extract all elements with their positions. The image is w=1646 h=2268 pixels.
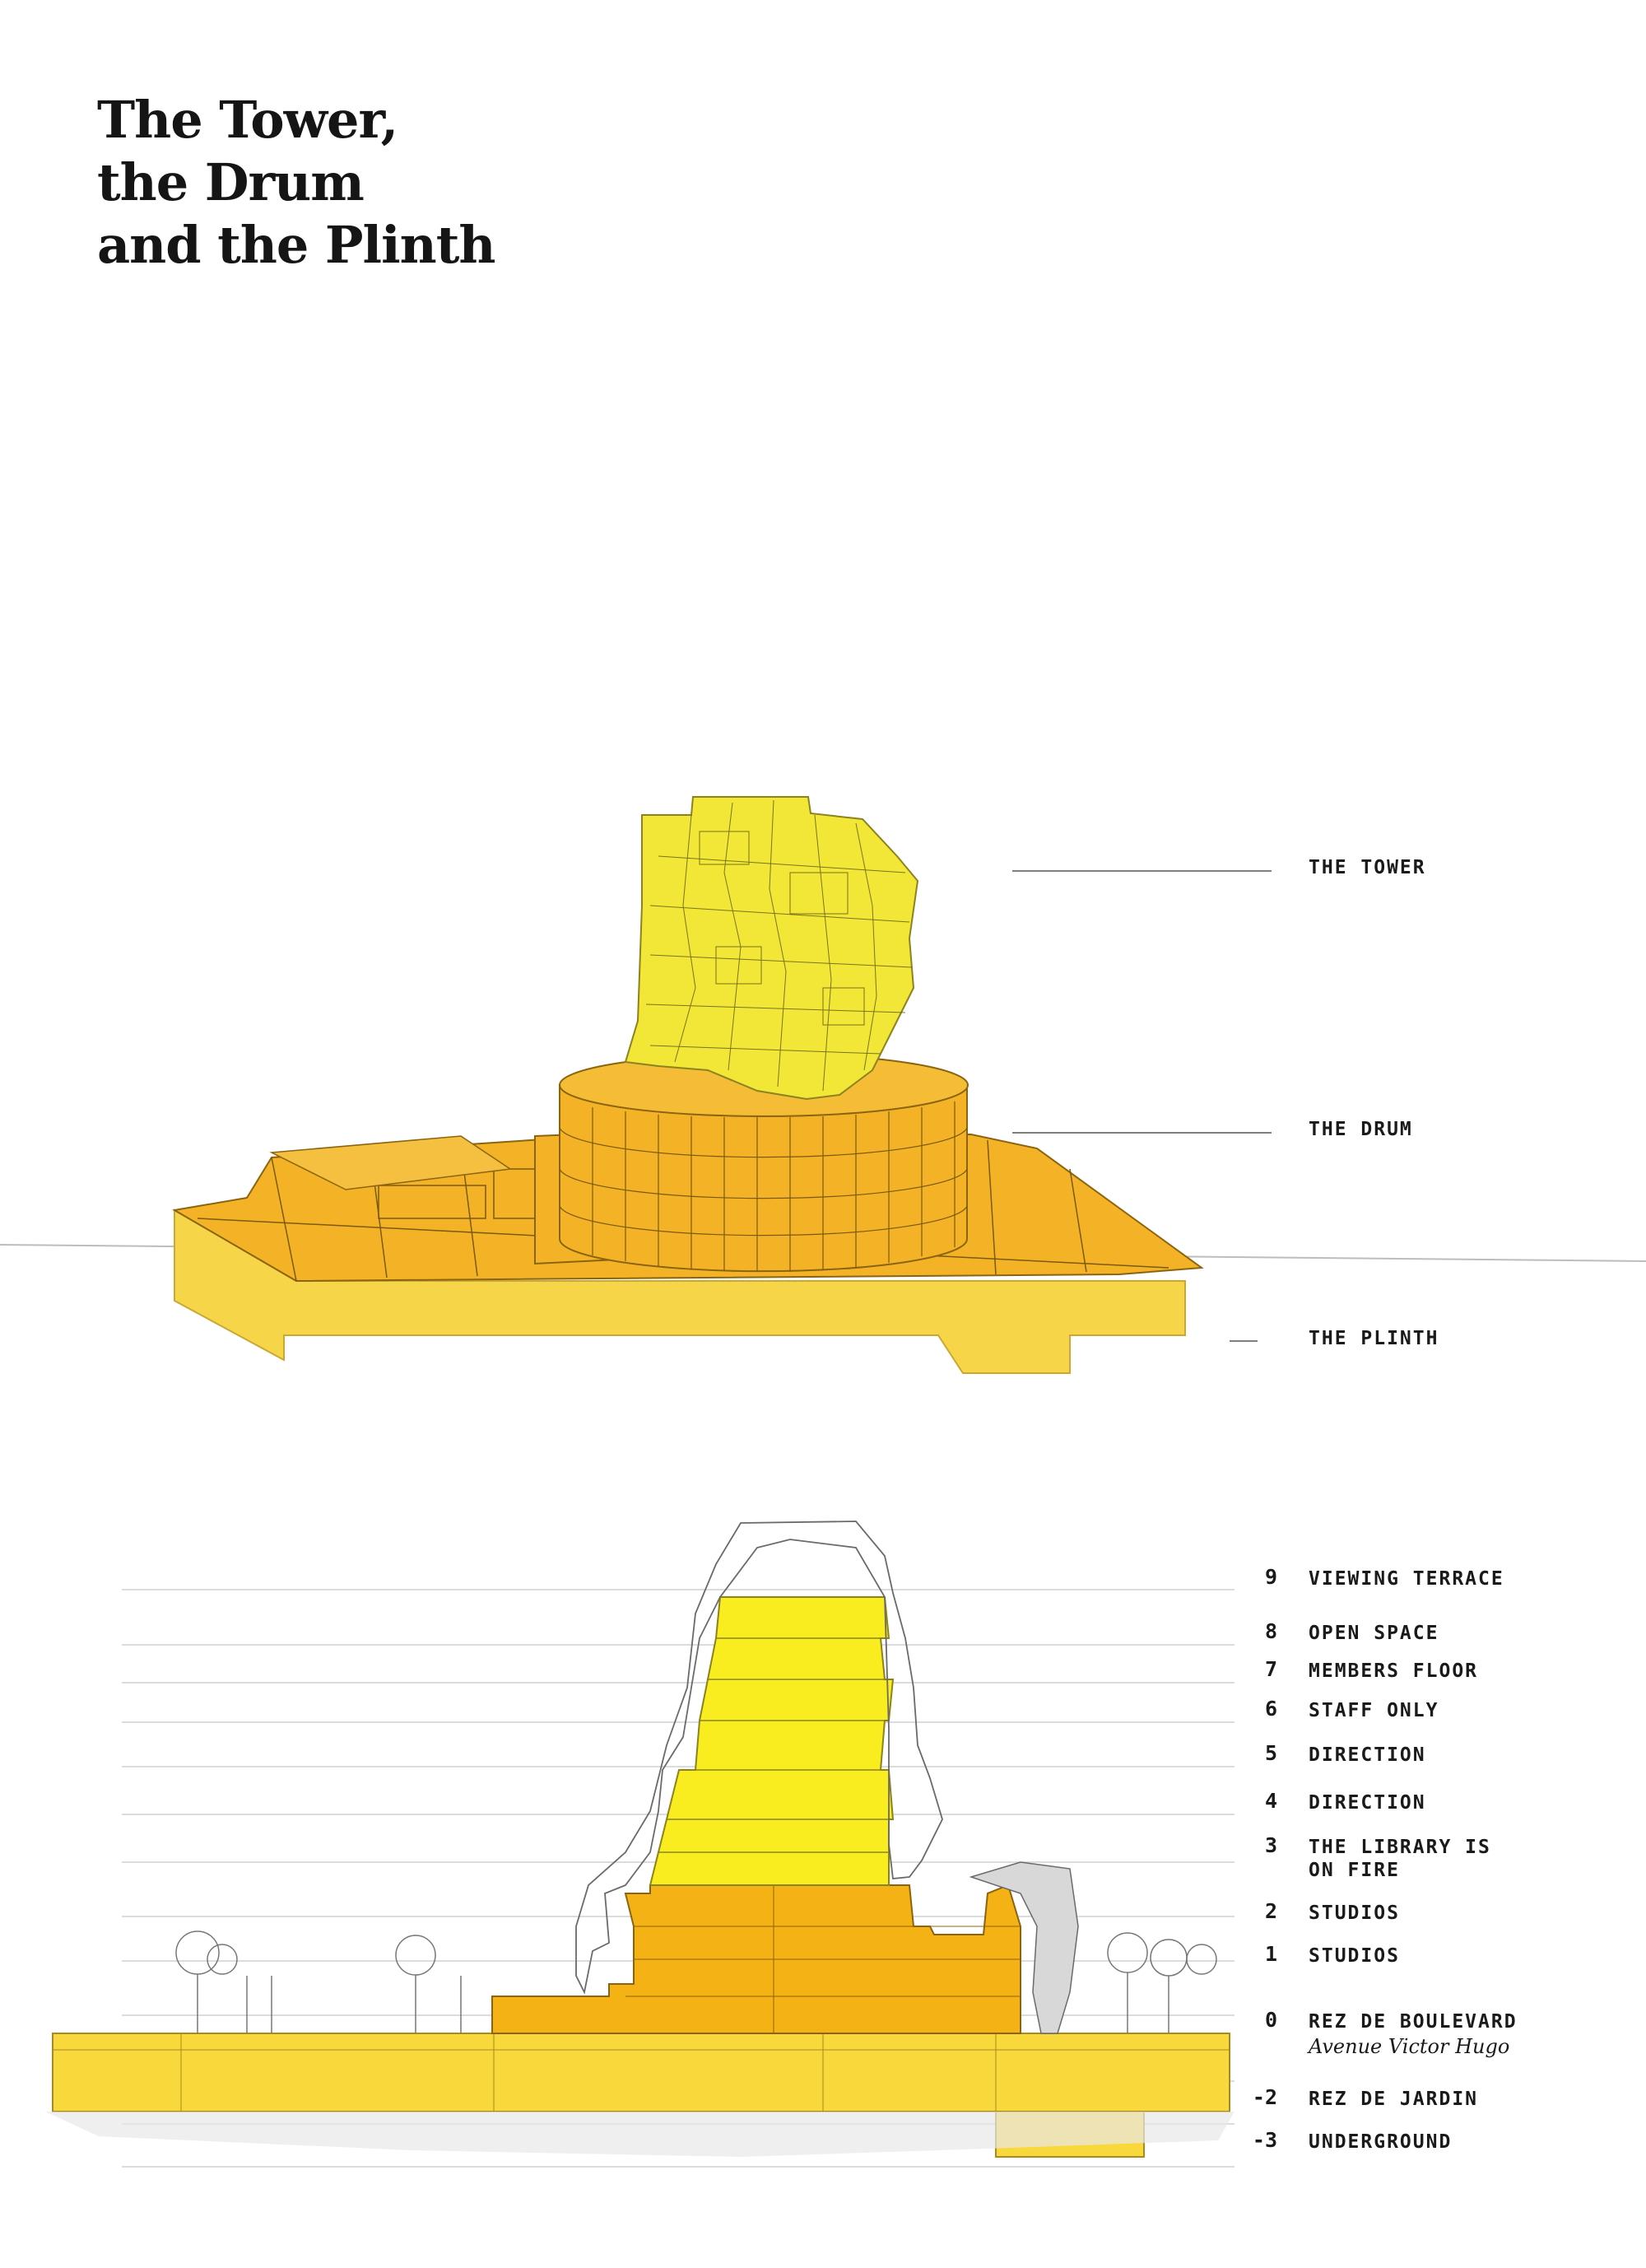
level-2-number: 2 [1264,1899,1277,1923]
level-9-label: VIEWING TERRACE [1309,1568,1504,1590]
label-the-tower: THE TOWER [1309,857,1426,878]
level-1-label: STUDIOS [1309,1945,1400,1967]
level-0-label: REZ DE BOULEVARD [1309,2011,1518,2033]
level-minus2-number: -2 [1252,2085,1277,2109]
title-line-2: the Drum [97,152,365,212]
level-9-number: 9 [1264,1565,1277,1589]
section-lower-lines [625,1885,1021,2033]
level-7-number: 7 [1264,1657,1277,1681]
plinth-lower-block [174,1209,1186,1374]
level-6-number: 6 [1264,1697,1277,1721]
level-minus2-label: REZ DE JARDIN [1309,2089,1479,2110]
level-7-label: MEMBERS FLOOR [1309,1660,1479,1682]
section-upper-volume [649,1596,895,1886]
level-4-number: 4 [1264,1789,1277,1813]
level-0-number: 0 [1264,2008,1277,2032]
axo-leader-lines [1012,870,1272,1342]
level-4-label: DIRECTION [1309,1792,1426,1814]
section-drawing [45,1521,1234,2168]
level-2-label: STUDIOS [1309,1902,1400,1924]
trees [175,1930,1217,2033]
level-8-number: 8 [1264,1619,1277,1643]
level-8-label: OPEN SPACE [1309,1623,1439,1644]
drum-body [559,1084,968,1273]
tower-cladding [575,1521,943,1995]
level-3-label: THE LIBRARY IS [1309,1837,1491,1858]
section-upper-floor-lines [658,1637,893,1853]
level-0-sublabel: Avenue Victor Hugo [1309,2035,1510,2058]
page-title: The Tower, the Drum and the Plinth [97,89,495,277]
label-the-drum: THE DRUM [1309,1119,1413,1140]
drum-grid [559,1101,968,1272]
section-base [52,2033,1230,2112]
level-minus3-number: -3 [1252,2128,1277,2152]
section-base-lines [53,2033,1230,2112]
level-3-label-line2: ON FIRE [1309,1860,1400,1881]
level-5-number: 5 [1264,1741,1277,1765]
tower-grid [645,799,913,1092]
level-5-label: DIRECTION [1309,1744,1426,1766]
title-line-1: The Tower, [97,90,398,150]
level-6-label: STAFF ONLY [1309,1700,1439,1721]
level-3-number: 3 [1264,1833,1277,1857]
east-cladding [969,1861,1079,2034]
label-the-plinth: THE PLINTH [1309,1328,1439,1349]
ground-soil [45,2112,1234,2157]
level-1-number: 1 [1264,1942,1277,1966]
title-line-3: and the Plinth [97,215,495,275]
canopy-panel [269,1135,513,1190]
level-minus3-label: UNDERGROUND [1309,2131,1453,2153]
